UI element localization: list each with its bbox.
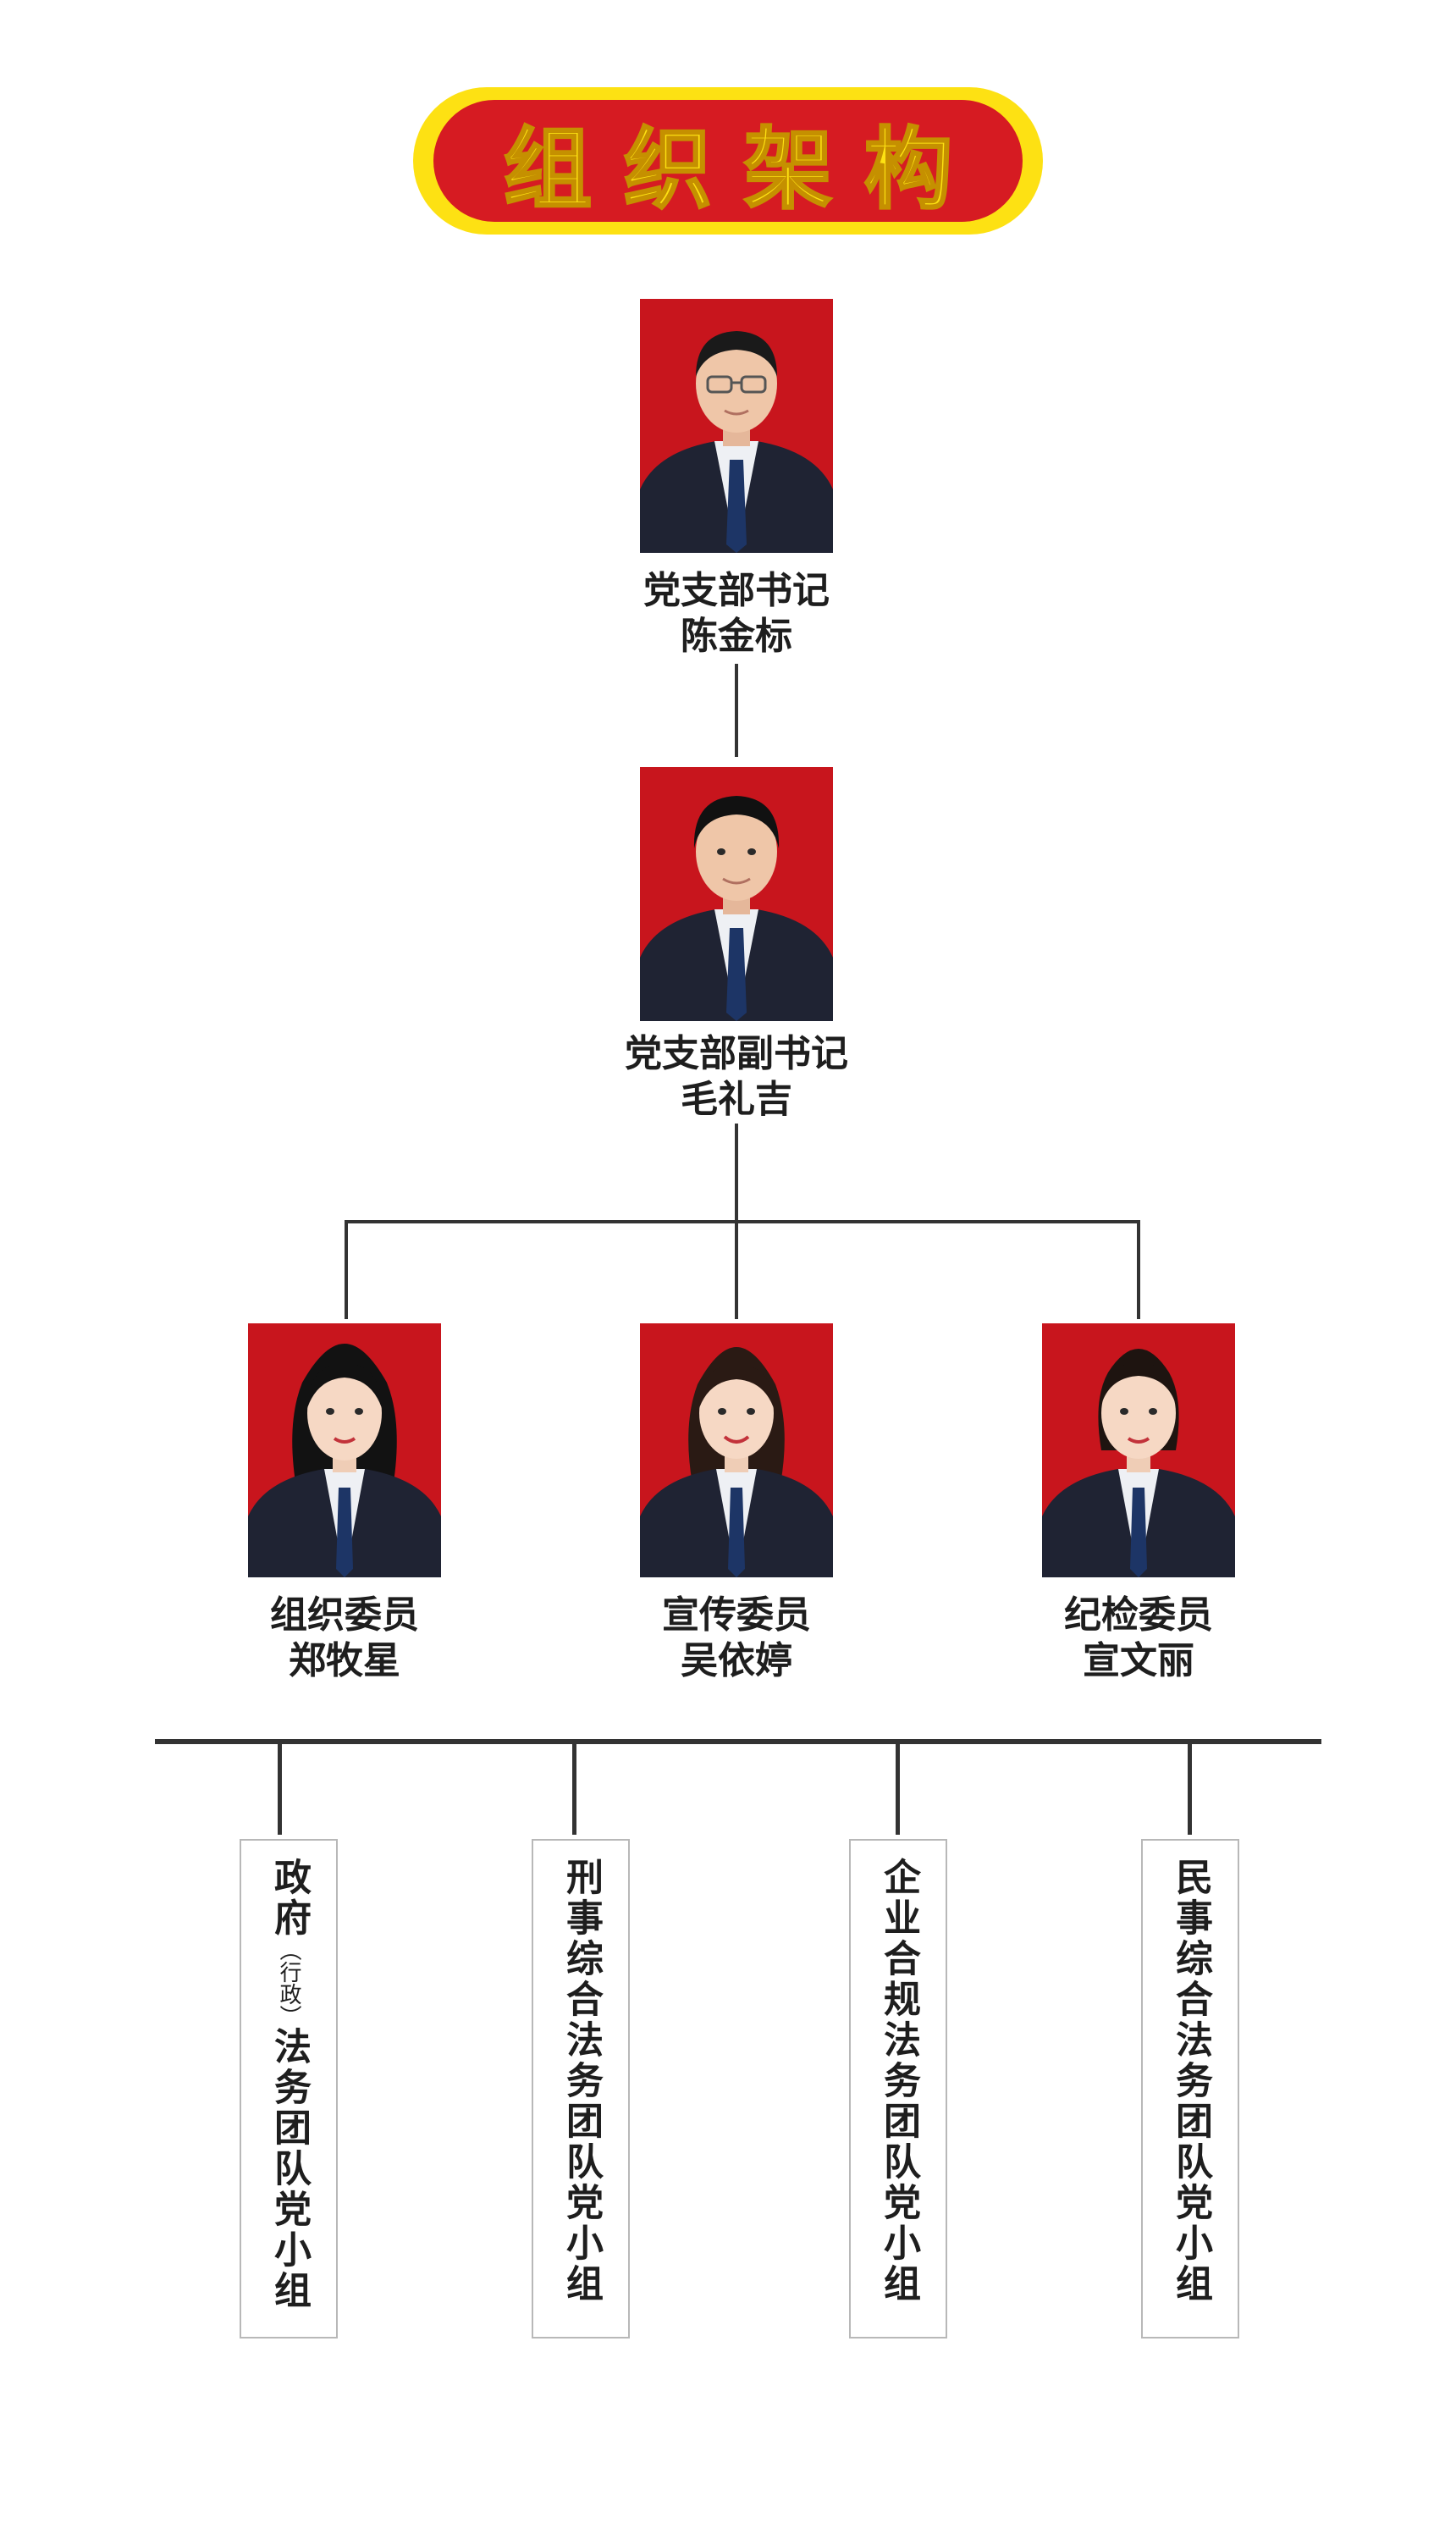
secretary-name: 陈金标 [681, 615, 792, 658]
male-portrait-icon [640, 767, 833, 1021]
group-label-government-suffix: 法务团队党小组 [267, 2027, 311, 2311]
org-member-role: 组织委员 [270, 1593, 419, 1637]
group-label-criminal: 刑事综合法务团队党小组 [560, 1858, 603, 2305]
page-title: 组织架构 [502, 116, 984, 222]
female-portrait-icon [1042, 1323, 1235, 1577]
publicity-member-role: 宣传委员 [662, 1593, 811, 1637]
connector-secretary-deputy [735, 664, 738, 757]
discipline-member-photo [1042, 1323, 1235, 1577]
secretary-role: 党支部书记 [643, 569, 830, 612]
connector-group-4-drop [1188, 1742, 1192, 1835]
discipline-member-label: 纪检委员 宣文丽 [986, 1593, 1291, 1684]
male-portrait-icon [640, 299, 833, 553]
org-member-photo [248, 1323, 441, 1577]
publicity-member-photo [640, 1323, 833, 1577]
secretary-label: 党支部书记 陈金标 [584, 568, 889, 660]
discipline-member-name: 宣文丽 [1083, 1639, 1194, 1682]
group-box-civil: 民事综合法务团队党小组 [1141, 1839, 1239, 2338]
connector-groups-horizontal [155, 1739, 1321, 1744]
title-banner-inner [433, 100, 1023, 222]
publicity-member-name: 吴依婷 [681, 1639, 792, 1682]
deputy-label: 党支部副书记 毛礼吉 [584, 1031, 889, 1123]
connector-committee-horizontal [345, 1220, 1140, 1223]
connector-group-3-drop [896, 1742, 900, 1835]
group-label-government-paren: （行政） [276, 1939, 301, 2027]
publicity-member-label: 宣传委员 吴依婷 [584, 1593, 889, 1684]
group-label-compliance: 企业合规法务团队党小组 [877, 1858, 920, 2305]
group-label-civil: 民事综合法务团队党小组 [1169, 1858, 1212, 2305]
connector-publicity-drop [735, 1220, 738, 1319]
group-label-government: 政府（行政）法务团队党小组 [267, 1858, 311, 2337]
deputy-photo [640, 767, 833, 1021]
org-member-name: 郑牧星 [289, 1639, 400, 1682]
female-portrait-icon [248, 1323, 441, 1577]
connector-group-2-drop [572, 1742, 576, 1835]
group-box-government: 政府（行政）法务团队党小组 [240, 1839, 338, 2338]
connector-group-1-drop [278, 1742, 282, 1835]
group-box-compliance: 企业合规法务团队党小组 [849, 1839, 947, 2338]
group-label-government-prefix: 政府 [267, 1858, 311, 1939]
group-box-criminal: 刑事综合法务团队党小组 [532, 1839, 630, 2338]
discipline-member-role: 纪检委员 [1064, 1593, 1213, 1637]
connector-deputy-down [735, 1124, 738, 1222]
deputy-role: 党支部副书记 [625, 1032, 848, 1075]
female-portrait-icon [640, 1323, 833, 1577]
connector-org-drop [345, 1220, 348, 1319]
org-member-label: 组织委员 郑牧星 [192, 1593, 497, 1684]
deputy-name: 毛礼吉 [681, 1078, 792, 1121]
connector-discipline-drop [1137, 1220, 1140, 1319]
secretary-photo [640, 299, 833, 553]
